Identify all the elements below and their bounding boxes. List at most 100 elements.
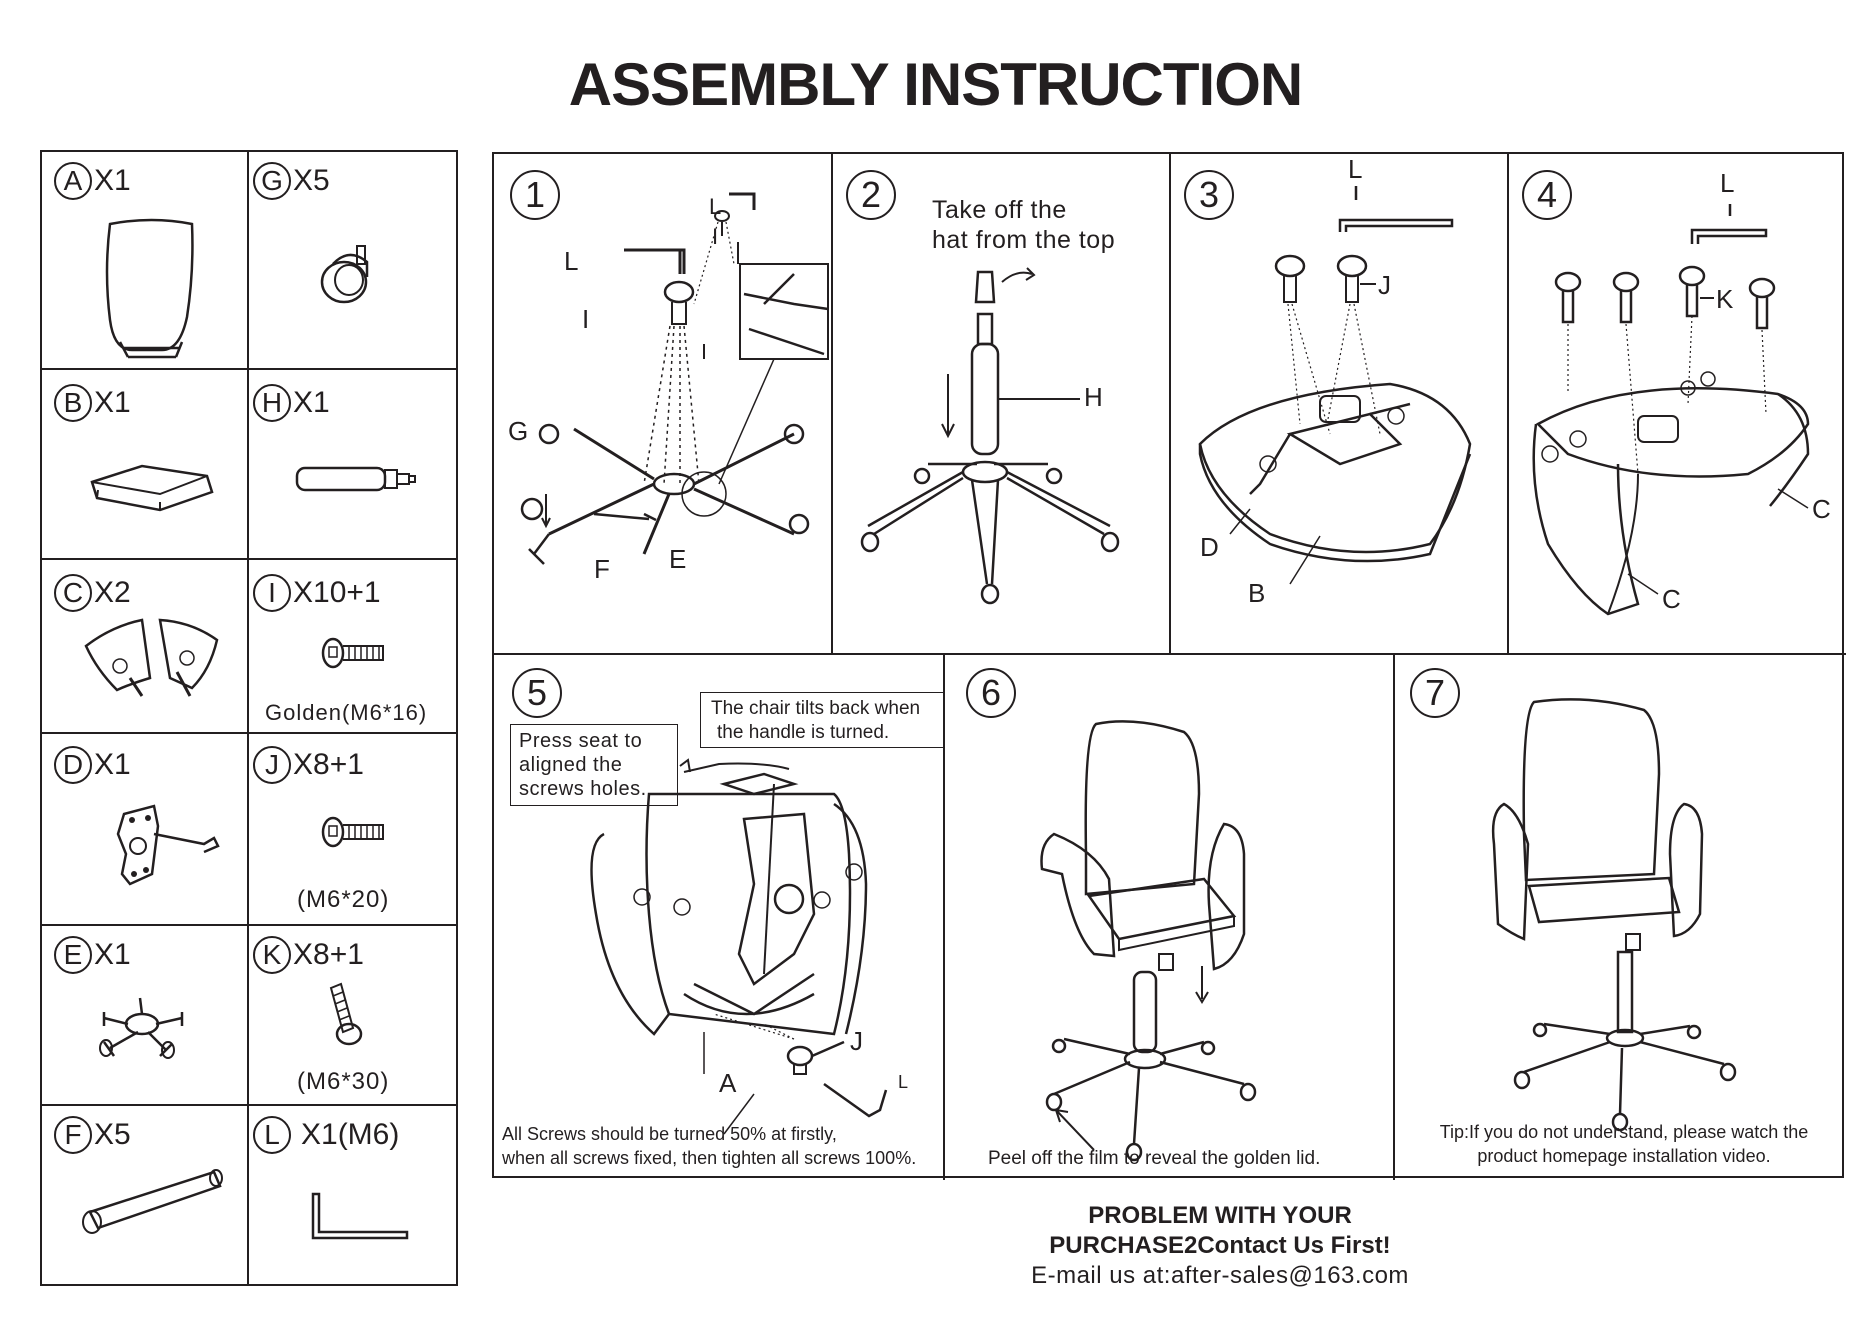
seat-mechanism-illustration xyxy=(1170,154,1508,654)
label-l: L xyxy=(1348,154,1363,184)
label-l-detail: L xyxy=(709,194,722,219)
allen-key-icon xyxy=(249,1106,458,1286)
hub-icon xyxy=(42,926,249,1106)
armrest-icon xyxy=(42,560,249,734)
label-g: G xyxy=(508,416,529,446)
mechanism-plate-icon xyxy=(42,734,249,926)
label-k: K xyxy=(1716,284,1734,314)
label-l: L xyxy=(898,1072,909,1092)
finished-chair-illustration xyxy=(944,654,1394,1180)
label-d: D xyxy=(1200,532,1219,562)
part-letter-l: L xyxy=(253,1116,291,1154)
backrest-attach-illustration xyxy=(494,654,944,1180)
step-5-caption-line2: when all screws fixed, then tighten all … xyxy=(502,1148,917,1168)
step-number-3: 3 xyxy=(1184,170,1234,220)
label-e: E xyxy=(669,544,687,574)
step-7: 7 Tip:If you do not understand, please w… xyxy=(1394,654,1846,1180)
grid-lines xyxy=(494,154,1846,1180)
part-letter-g: G xyxy=(253,162,291,200)
base-assembly-illustration xyxy=(494,154,832,654)
part-letter-i: I xyxy=(253,574,291,612)
footer-line-1: PROBLEM WITH YOUR xyxy=(1088,1202,1352,1229)
callout-tilt-line2: the handle is turned. xyxy=(717,722,890,743)
assembly-steps: 1 L I L I G xyxy=(492,152,1844,1178)
completed-chair-illustration xyxy=(1394,654,1846,1180)
step-1: 1 L I L I G xyxy=(494,154,832,654)
callout-tilt-handle: The chair tilts back when the handle is … xyxy=(700,692,944,748)
label-f: F xyxy=(594,554,610,584)
callout-press-seat-line3: screws holes. xyxy=(519,778,647,800)
part-letter-d: D xyxy=(54,746,92,784)
screw-icon xyxy=(249,560,458,734)
step-number-1: 1 xyxy=(510,170,560,220)
step-number-5: 5 xyxy=(512,668,562,718)
chair-back-icon xyxy=(42,152,249,370)
step-2: 2 Take off the hat from the top H xyxy=(832,154,1170,654)
label-c-left: C xyxy=(1662,584,1681,614)
part-qty-k: X8+1 xyxy=(293,938,364,971)
label-i-detail: I xyxy=(712,224,719,249)
part-qty-i: X10+1 xyxy=(293,576,381,609)
step-5-caption: All Screws should be turned 50% at first… xyxy=(502,1122,916,1170)
step-7-caption: Tip:If you do not understand, please wat… xyxy=(1402,1120,1846,1168)
footer-line-2: PURCHASE2Contact Us First! xyxy=(1049,1232,1391,1259)
step-7-caption-line1: Tip:If you do not understand, please wat… xyxy=(1439,1122,1809,1142)
label-c-right: C xyxy=(1812,494,1831,524)
part-qty-e: X1 xyxy=(94,938,131,971)
caster-wheel-icon xyxy=(249,152,458,370)
part-spec-k: (M6*30) xyxy=(297,1068,390,1095)
page-title: ASSEMBLY INSTRUCTION xyxy=(568,51,1303,118)
label-h: H xyxy=(1084,382,1103,412)
step-number-2: 2 xyxy=(846,170,896,220)
label-a: A xyxy=(719,1068,737,1098)
part-qty-h: X1 xyxy=(293,386,330,419)
label-j: J xyxy=(850,1026,863,1056)
part-letter-h: H xyxy=(253,384,291,422)
part-qty-l: X1(M6) xyxy=(301,1118,400,1151)
part-letter-f: F xyxy=(54,1116,92,1154)
part-spec-i: Golden(M6*16) xyxy=(265,700,428,725)
part-qty-f: X5 xyxy=(94,1118,131,1151)
label-l: L xyxy=(564,246,579,276)
part-letter-k: K xyxy=(253,936,291,974)
part-qty-c: X2 xyxy=(94,576,131,609)
screw-icon xyxy=(249,734,458,926)
step-6: 6 Peel off the film to reveal the golden… xyxy=(944,654,1394,1180)
step-3: 3 L J D B xyxy=(1170,154,1508,654)
part-letter-b: B xyxy=(54,384,92,422)
part-qty-j: X8+1 xyxy=(293,748,364,781)
seat-cushion-icon xyxy=(42,370,249,560)
step-6-caption: Peel off the film to reveal the golden l… xyxy=(988,1148,1321,1169)
step-number-7: 7 xyxy=(1410,668,1460,718)
label-j: J xyxy=(1378,270,1391,300)
step-number-6: 6 xyxy=(966,668,1016,718)
label-b: B xyxy=(1248,578,1266,608)
footer-email[interactable]: E-mail us at:after-sales@163.com xyxy=(1031,1262,1409,1289)
step-2-note-line2: hat from the top xyxy=(932,226,1116,254)
gas-lift-base-illustration xyxy=(832,154,1170,654)
step-2-note-line1: Take off the xyxy=(932,196,1067,224)
callout-press-seat-line1: Press seat to xyxy=(519,730,643,752)
label-i: I xyxy=(582,304,590,334)
callout-press-seat-line2: aligned the xyxy=(519,754,623,776)
step-5: 5 Press seat to aligned the screws holes… xyxy=(494,654,944,1180)
part-spec-j: (M6*20) xyxy=(297,886,390,913)
part-letter-c: C xyxy=(54,574,92,612)
callout-press-seat: Press seat to aligned the screws holes. xyxy=(510,724,678,806)
part-qty-b: X1 xyxy=(94,386,131,419)
part-qty-d: X1 xyxy=(94,748,131,781)
part-letter-j: J xyxy=(253,746,291,784)
part-letter-a: A xyxy=(54,162,92,200)
